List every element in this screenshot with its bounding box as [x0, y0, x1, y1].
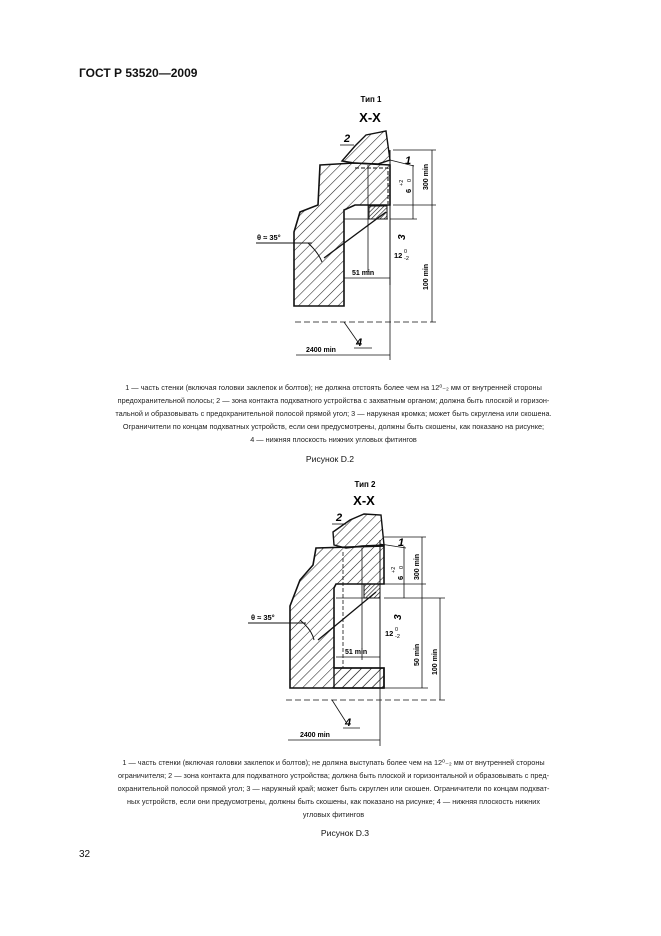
- document-header: ГОСТ Р 53520—2009: [79, 66, 198, 80]
- fig-d2-callout-1: 1: [405, 155, 411, 167]
- fig-d2-caption-line: Ограничители по концам подхватных устрой…: [122, 422, 545, 431]
- fig-d2-dim-12-tol-low: -2: [404, 256, 409, 262]
- fig-d2-dim-51: 51 min: [352, 270, 374, 277]
- fig-d3-dim-100: 100 min: [432, 649, 439, 675]
- fig-d3-caption-line: 1 — часть стенки (включая головки заклеп…: [122, 758, 545, 767]
- fig-d2-caption-line: 1 — часть стенки (включая головки заклеп…: [125, 383, 542, 392]
- fig-d3-dim-2400: 2400 min: [300, 732, 330, 739]
- fig-d3-dim-12-tol-low: -2: [395, 634, 400, 640]
- fig-d3-dim-6-tol-up: +2: [391, 567, 397, 573]
- fig-d3-title: Рисунок D.3: [320, 828, 370, 838]
- fig-d3-caption-line: ных устройств, если они предусмотрены, д…: [126, 797, 541, 806]
- fig-d2-caption-line: предохранительной полосы; 2 — зона конта…: [117, 396, 550, 405]
- fig-d3-dim-6: 6: [396, 576, 405, 580]
- fig-d3-dim-12: 12: [385, 629, 393, 638]
- fig-d2-callout-2: 2: [343, 133, 350, 145]
- fig-d3-dim-12-tol-up: 0: [395, 627, 398, 633]
- fig-d3-angle-label: θ ≈ 35°: [251, 613, 275, 622]
- fig-d2-dim-100: 100 min: [423, 264, 430, 290]
- fig-d3-caption-line: угловых фитингов: [302, 810, 365, 819]
- fig-d2-dim-300: 300 min: [423, 164, 430, 190]
- fig-d3-caption-line: ограничителя; 2 — зона контакта для подх…: [117, 771, 550, 780]
- fig-d3-dim-6-tol-low: 0: [399, 566, 405, 569]
- fig-d2-title: Рисунок D.2: [305, 454, 355, 464]
- fig-d2-dim-6-tol-up: +2: [399, 180, 405, 186]
- fig-d2-dim-2400: 2400 min: [306, 347, 336, 354]
- fig-d2-angle-label: θ ≈ 35°: [257, 233, 281, 242]
- fig-d2-callout-3: 3: [397, 234, 408, 240]
- fig-d3-dim-50: 50 min: [414, 644, 421, 666]
- fig-d2-callout-4: 4: [355, 337, 362, 349]
- fig-d3-callout-1: 1: [398, 537, 404, 549]
- fig-d2-dim-12: 12: [394, 251, 402, 260]
- fig-d2-section-label: X-X: [359, 110, 381, 125]
- fig-d2-type-label: Тип 1: [360, 95, 382, 104]
- fig-d2-wall-section: [293, 162, 391, 307]
- fig-d2-dim-12-tol-up: 0: [404, 249, 407, 255]
- fig-d2-caption: 1 — часть стенки (включая головки заклеп…: [80, 381, 587, 446]
- fig-d3-section-label: X-X: [353, 493, 375, 508]
- fig-d2-dim-6: 6: [404, 189, 413, 193]
- fig-d3-dim-300: 300 min: [414, 554, 421, 580]
- fig-d3-type-label: Тип 2: [354, 480, 376, 489]
- fig-d3-bottom-stop: [333, 667, 385, 689]
- fig-d3-caption-line: охранительной полосой прямой угол; 3 — н…: [117, 784, 550, 793]
- fig-d2-dim-6-tol-low: 0: [407, 179, 413, 182]
- page-number: 32: [79, 849, 91, 860]
- fig-d3-dim-51: 51 min: [345, 649, 367, 656]
- fig-d3-wall-section: [289, 545, 385, 689]
- fig-d3-callout-3: 3: [393, 614, 404, 620]
- fig-d3-callout-4: 4: [344, 717, 351, 729]
- fig-d2-caption-line: 4 — нижняя плоскость нижних угловых фити…: [250, 435, 417, 444]
- fig-d3-callout-2: 2: [335, 512, 342, 524]
- fig-d2-caption-line: тальной и образовывать с предохранительн…: [115, 409, 552, 418]
- fig-d3-caption: 1 — часть стенки (включая головки заклеп…: [80, 756, 587, 821]
